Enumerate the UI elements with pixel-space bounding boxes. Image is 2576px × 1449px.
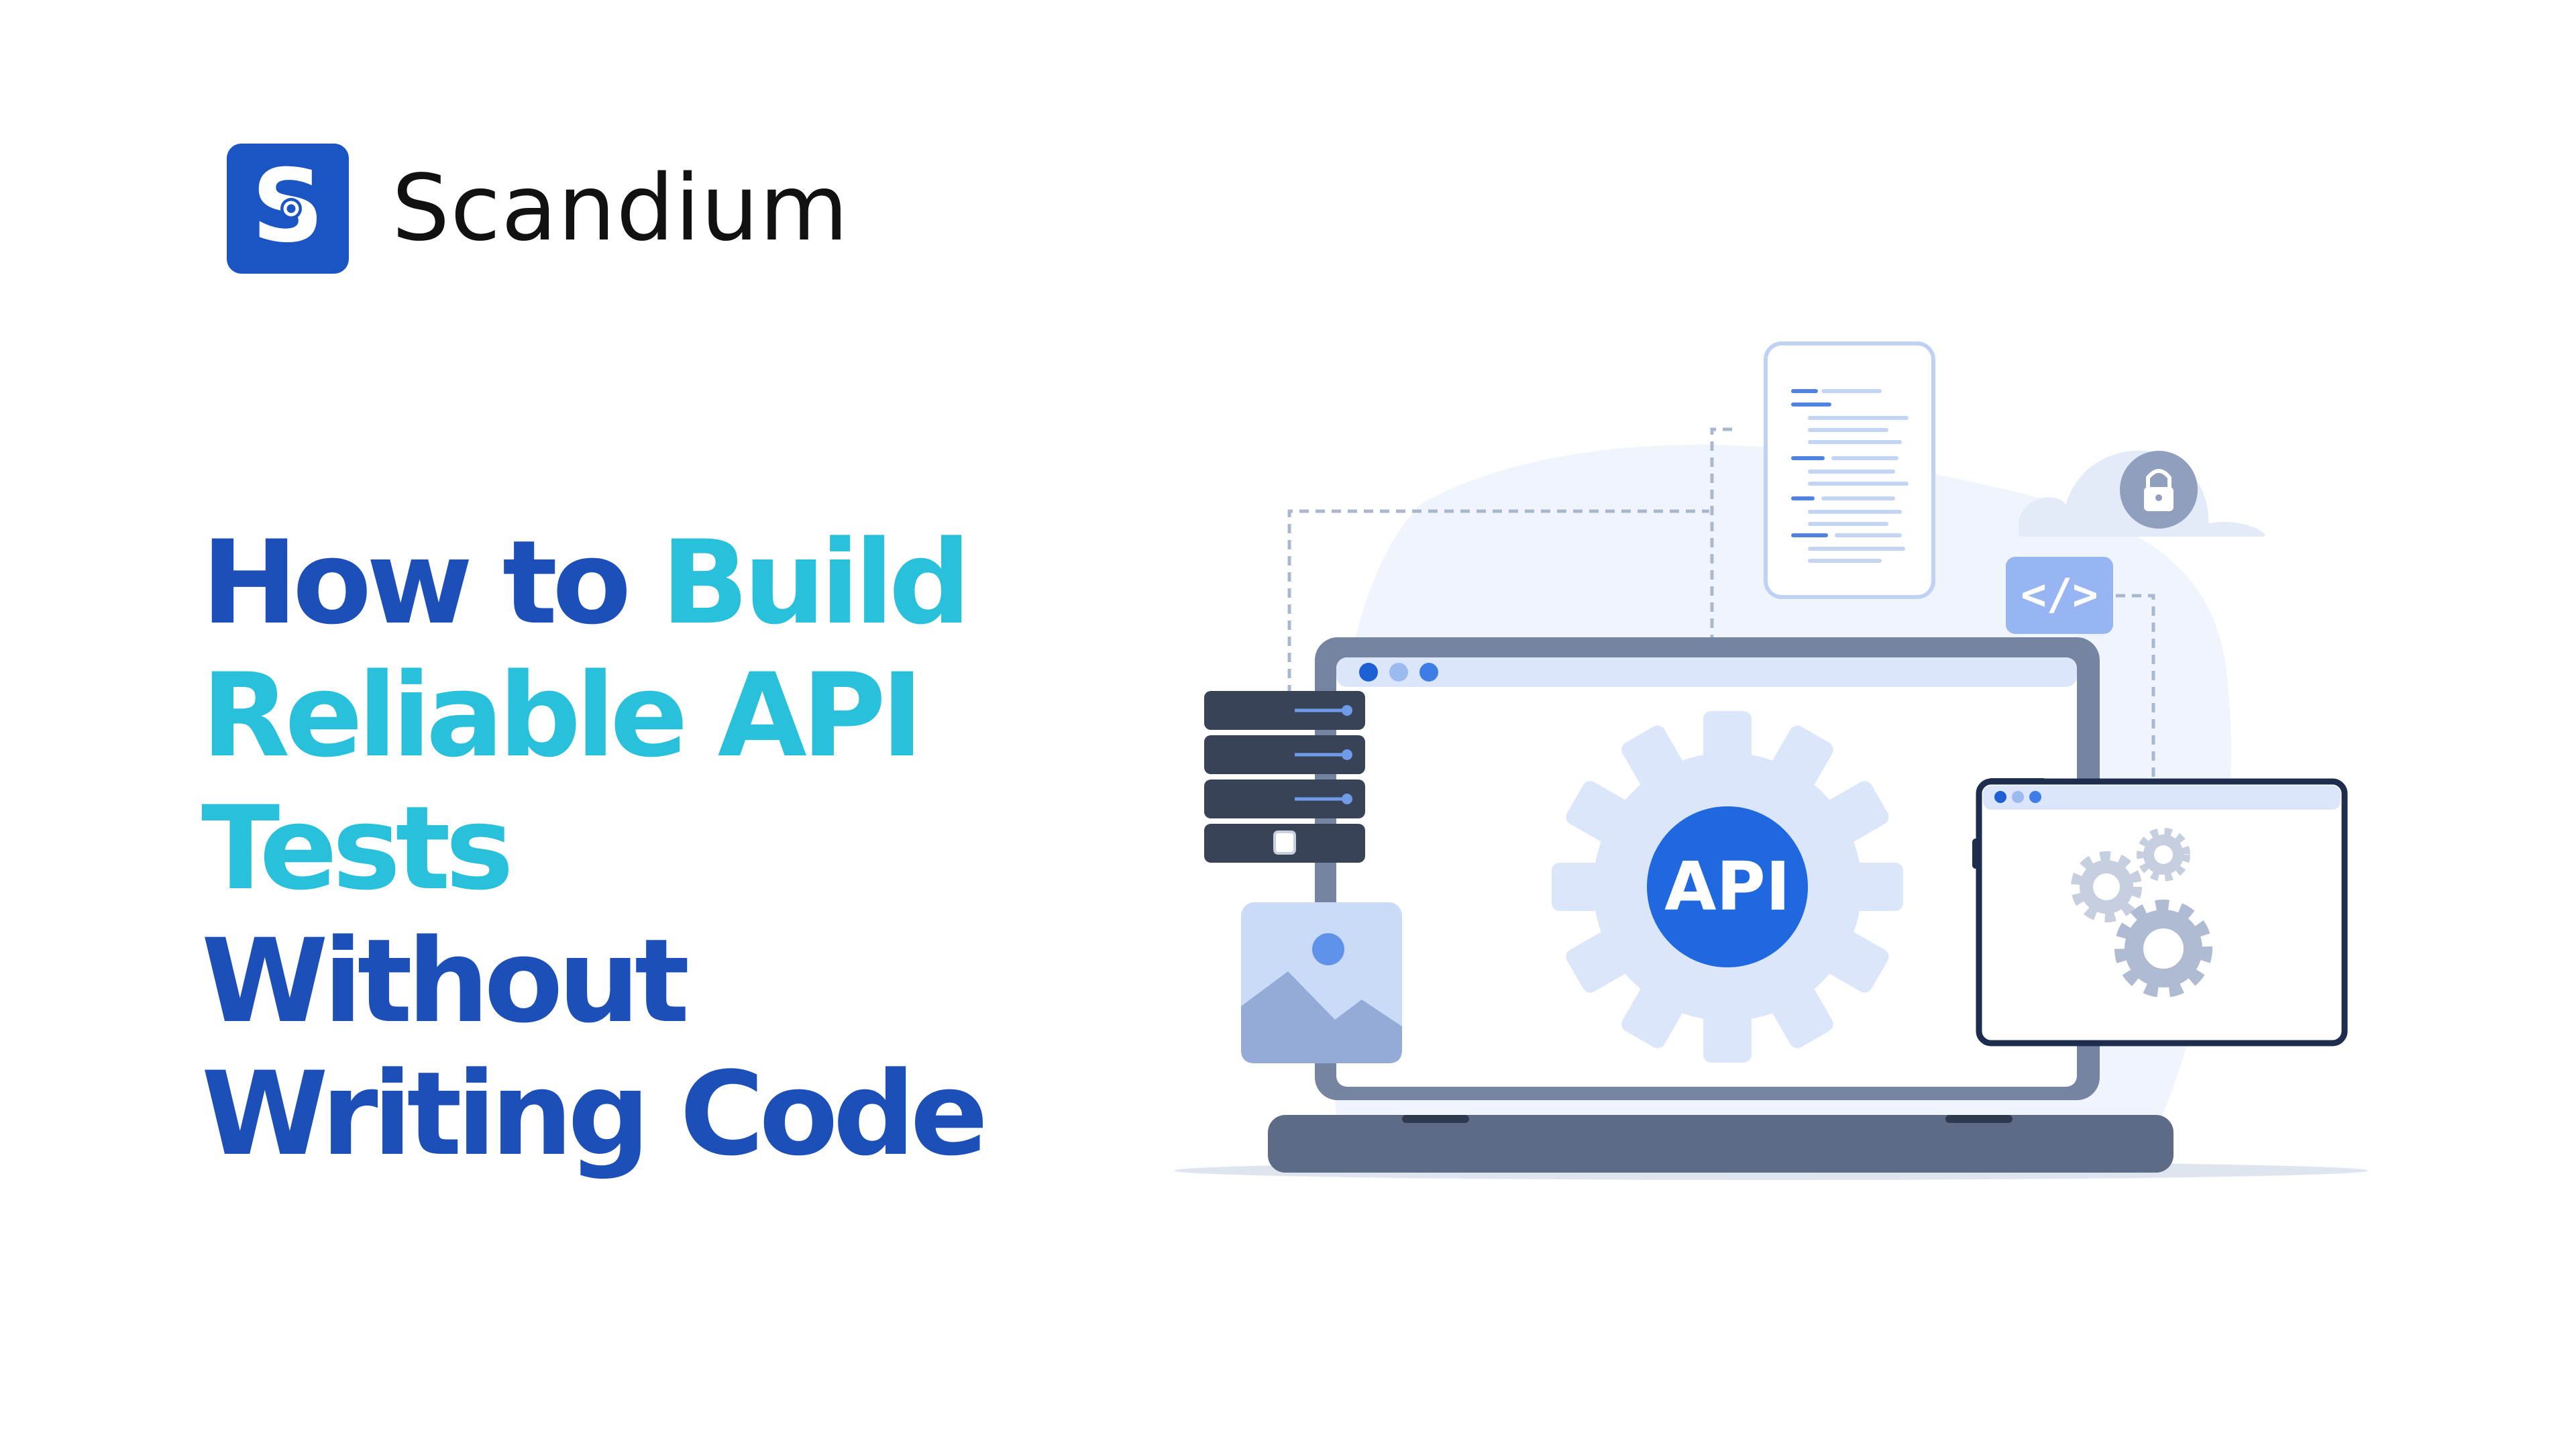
cloud-lock-icon xyxy=(2018,450,2265,537)
headline-line: Without xyxy=(201,915,983,1048)
image-placeholder-icon xyxy=(1241,902,1402,1063)
settings-gears-icon xyxy=(1972,778,2348,1046)
headline-segment: Tests xyxy=(201,781,514,916)
api-testing-illustration: API xyxy=(1174,341,2368,1180)
headline-segment: Build xyxy=(661,515,971,650)
code-tag-label: </> xyxy=(2021,570,2098,620)
api-gear-label: API xyxy=(1664,847,1790,926)
server-rack-icon xyxy=(1204,691,1365,863)
code-document-icon xyxy=(1764,341,1935,599)
headline-line: Reliable API xyxy=(201,649,983,782)
code-tag-icon: </> xyxy=(2006,557,2113,634)
headline-line: How to Build xyxy=(201,517,983,649)
api-gear-icon: API xyxy=(1552,711,1903,1063)
headline-segment: Writing Code xyxy=(201,1046,988,1181)
headline-segment: Without xyxy=(201,914,690,1049)
scandium-logo-icon: S xyxy=(227,144,349,274)
headline-segment: Reliable API xyxy=(201,648,924,783)
headline-segment: How to xyxy=(201,515,661,650)
brand-logo: S Scandium xyxy=(227,144,849,274)
headline-line: Writing Code xyxy=(201,1046,988,1181)
brand-name: Scandium xyxy=(392,156,849,262)
headline-line: Tests xyxy=(201,782,983,915)
